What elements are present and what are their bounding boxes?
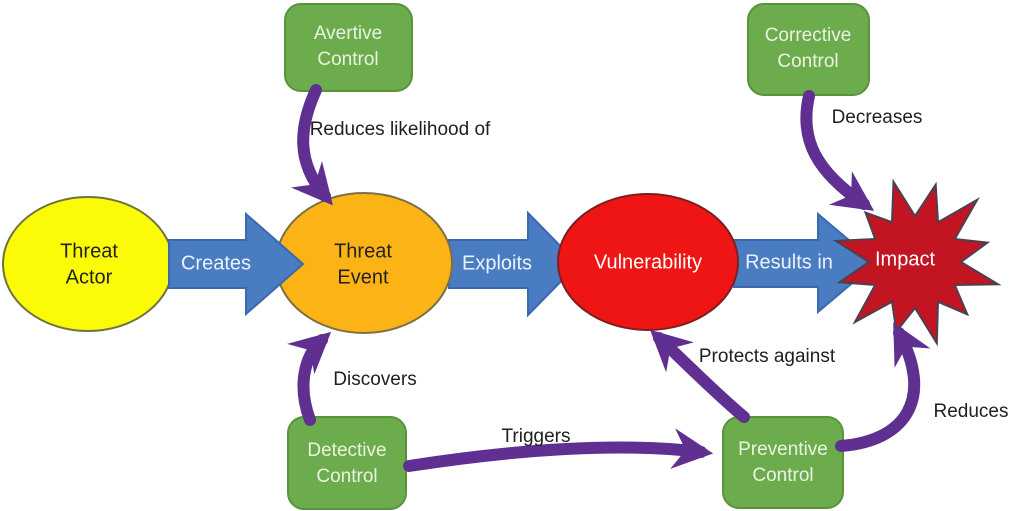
reduces-likelihood-label: Reduces likelihood of <box>310 119 491 140</box>
avertive-control-box <box>284 3 413 92</box>
corrective-control-box <box>747 3 870 96</box>
impact-label: Impact <box>875 248 935 270</box>
discovers-label: Discovers <box>333 369 416 390</box>
threat-actor-label-line1: Threat <box>60 240 118 262</box>
threat-actor-label-line2: Actor <box>66 266 113 288</box>
exploits-arrow-label: Exploits <box>462 252 532 274</box>
protects-against-label: Protects against <box>699 346 836 367</box>
vulnerability-node <box>557 193 739 331</box>
decreases-label: Decreases <box>832 107 923 128</box>
detective-control-label-line2: Control <box>316 466 377 487</box>
exploits-arrow <box>448 210 580 318</box>
creates-arrow <box>168 211 305 317</box>
reduces-arrow <box>835 322 931 452</box>
threat-actor-node <box>2 196 174 332</box>
avertive-control-label-line2: Control <box>317 49 378 70</box>
vulnerability-label: Vulnerability <box>594 251 702 273</box>
discovers-arrow <box>287 331 332 426</box>
avertive-control-label-line1: Avertive <box>314 23 382 44</box>
corrective-control-label-line2: Control <box>777 51 838 72</box>
corrective-control-label-line1: Corrective <box>765 25 852 46</box>
detective-control-label-line1: Detective <box>307 440 386 461</box>
preventive-control-label-line1: Preventive <box>738 439 828 460</box>
detective-control-box <box>287 416 407 510</box>
threat-event-label-line2: Event <box>337 266 389 288</box>
triggers-arrow <box>403 428 714 472</box>
decreases-arrow <box>800 90 875 211</box>
reduces-label: Reduces <box>934 401 1009 422</box>
protects-against-arrow <box>650 329 750 423</box>
creates-arrow-label: Creates <box>181 252 251 274</box>
results-in-arrow <box>733 211 878 315</box>
reduces-likelihood-arrow <box>290 84 333 206</box>
results-in-arrow-label: Results in <box>745 251 833 273</box>
preventive-control-box <box>722 416 844 509</box>
triggers-label: Triggers <box>502 426 571 447</box>
preventive-control-label-line2: Control <box>752 465 813 486</box>
threat-event-label-line1: Threat <box>334 240 392 262</box>
